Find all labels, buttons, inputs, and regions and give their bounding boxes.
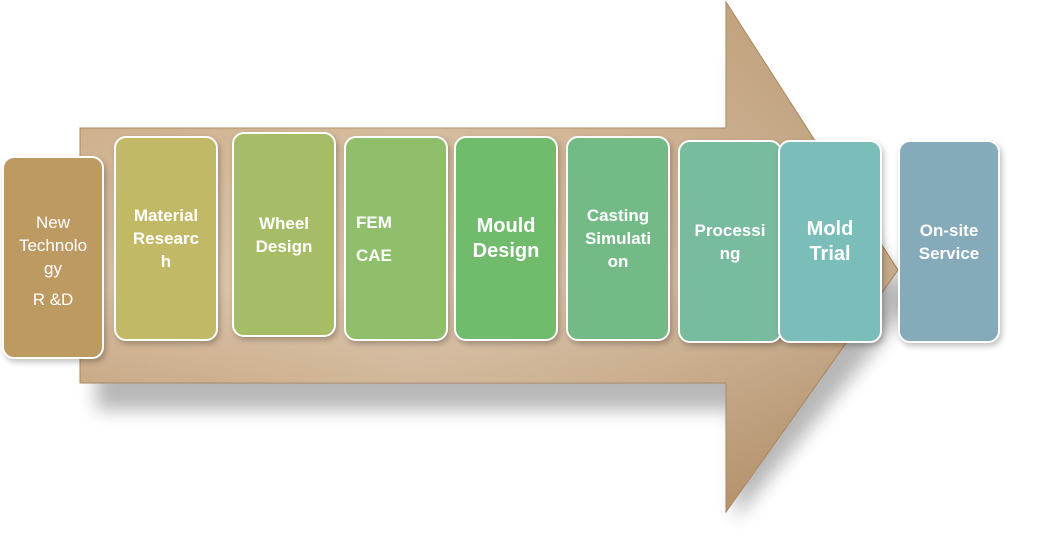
- step-label-line: Material: [133, 206, 199, 225]
- step-label-line: Mould: [476, 214, 536, 237]
- step-label-line: On-site: [919, 220, 979, 240]
- step-label-line: R &D: [32, 289, 74, 309]
- step-label-line: gy: [44, 258, 62, 278]
- step-label-line: Mold: [806, 217, 854, 240]
- step-label-line: ng: [719, 243, 741, 263]
- step-label-line: Technolo: [18, 235, 88, 255]
- step-label-line: New: [35, 212, 70, 232]
- step-label-line: h: [160, 252, 172, 271]
- step-label-line: Researc: [132, 229, 200, 248]
- step-label-line: Processi: [694, 220, 766, 240]
- step-label-line: Simulati: [584, 229, 652, 248]
- step-label-line: Design: [255, 236, 313, 256]
- step-label-line: FEM: [356, 212, 392, 232]
- step-label-line: Casting: [586, 206, 650, 225]
- step-label-line: Wheel: [258, 213, 310, 233]
- step-label-line: CAE: [356, 245, 392, 265]
- step-label-line: Design: [472, 239, 540, 262]
- step-label-line: Trial: [809, 242, 851, 265]
- step-label-line: on: [607, 252, 629, 271]
- step-processing: Processi ng: [678, 140, 782, 343]
- step-fem-cae: FEM CAE: [344, 136, 448, 341]
- step-label-line: Service: [918, 243, 980, 263]
